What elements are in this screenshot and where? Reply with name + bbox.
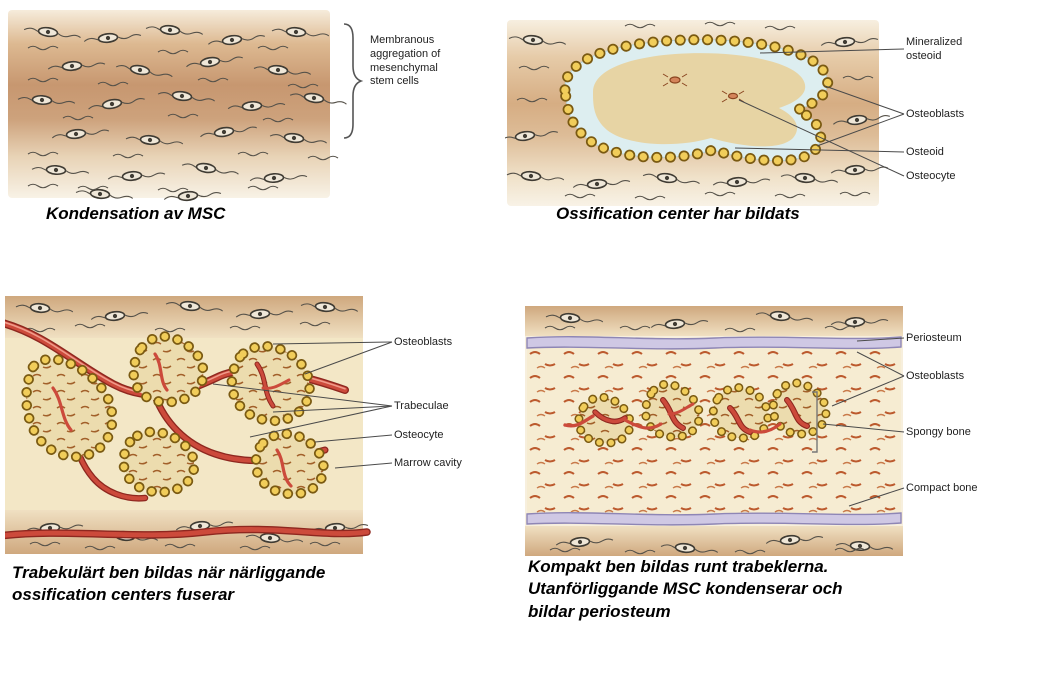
osteocyte-cell — [662, 73, 688, 87]
spongy-bone — [563, 383, 826, 443]
caption-panel-4: Kompakt ben bildas runt trabeklerna. Uta… — [528, 557, 843, 621]
label-spongy-bone: Spongy bone — [906, 426, 971, 438]
label-osteoblasts-p4: Osteoblasts — [906, 370, 965, 382]
label-osteoblasts-p3: Osteoblasts — [394, 336, 453, 348]
vessels-in-spongy-bone — [563, 397, 810, 435]
caption-panel-2: Ossification center har bildats — [556, 204, 800, 223]
aggregation-bracket — [343, 23, 364, 139]
label-marrow-cavity: Marrow cavity — [394, 457, 462, 469]
label-periosteum: Periosteum — [906, 332, 962, 344]
trabecular-bone-illustration — [5, 296, 393, 554]
label-osteoblasts-p2: Osteoblasts — [906, 108, 965, 120]
label-mineralized-osteoid: Mineralized osteoid — [906, 36, 963, 62]
label-osteocyte-p3: Osteocyte — [394, 429, 444, 441]
trabecula — [773, 383, 826, 434]
label-trabeculae: Trabeculae — [394, 400, 449, 412]
label-osteocyte-p2: Osteocyte — [906, 170, 956, 182]
label-osteoid: Osteoid — [906, 146, 944, 158]
label-compact-bone: Compact bone — [906, 482, 978, 494]
compact-bone-illustration — [525, 306, 905, 557]
periosteum-top — [526, 336, 902, 350]
mineralized-osteoid-area — [593, 53, 806, 147]
ossification-center-blob — [565, 40, 828, 161]
leader-lines — [212, 341, 393, 469]
mesenchyme-band — [8, 10, 330, 198]
leader-lines — [734, 48, 905, 177]
ossification-center-illustration — [505, 20, 905, 206]
spongy-bone-bracket — [812, 391, 818, 453]
caption-panel-3: Trabekulärt ben bildas när närliggande o… — [12, 563, 326, 605]
label-membranous-aggregation: Membranous aggregation of mesenchymal st… — [370, 34, 441, 88]
periosteum-bottom — [526, 512, 902, 526]
mesenchyme-strip-top — [525, 306, 903, 336]
trabecula — [134, 337, 204, 403]
small-vessels — [51, 352, 293, 488]
trabecula — [124, 432, 195, 492]
osteocyte-cell — [721, 90, 745, 103]
condensation-illustration — [8, 10, 364, 204]
caption-panel-1: Kondensation av MSC — [46, 204, 226, 223]
leader-lines — [822, 337, 905, 507]
